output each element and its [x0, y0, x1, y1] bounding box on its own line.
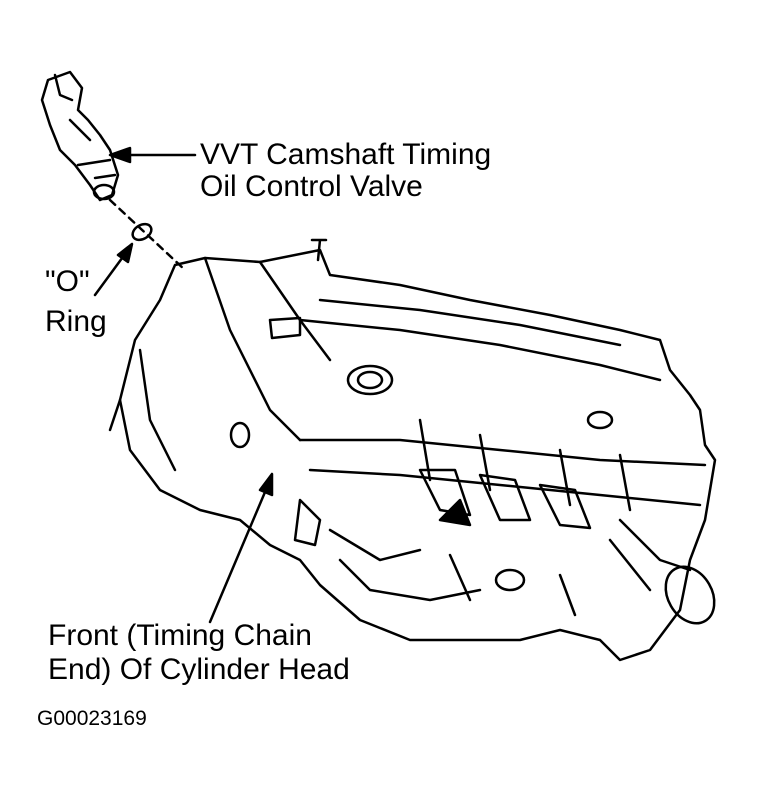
o-ring — [131, 222, 153, 242]
figure-id: G00023169 — [37, 707, 147, 730]
oring-label-line1: "O" — [45, 265, 90, 298]
alignment-dashed-line — [108, 198, 187, 272]
o-ring-arrow — [93, 242, 134, 297]
front-label-line1: Front (Timing Chain — [48, 619, 312, 652]
cylinder-head — [108, 238, 717, 662]
valve-arrow — [108, 146, 197, 164]
valve-label-line1: VVT Camshaft Timing — [200, 138, 492, 171]
front-arrow — [208, 472, 274, 624]
valve-label-line2: Oil Control Valve — [200, 170, 423, 203]
oil-control-valve — [40, 70, 120, 202]
oring-label-line2: Ring — [45, 305, 107, 338]
front-label-line2: End) Of Cylinder Head — [48, 653, 350, 686]
